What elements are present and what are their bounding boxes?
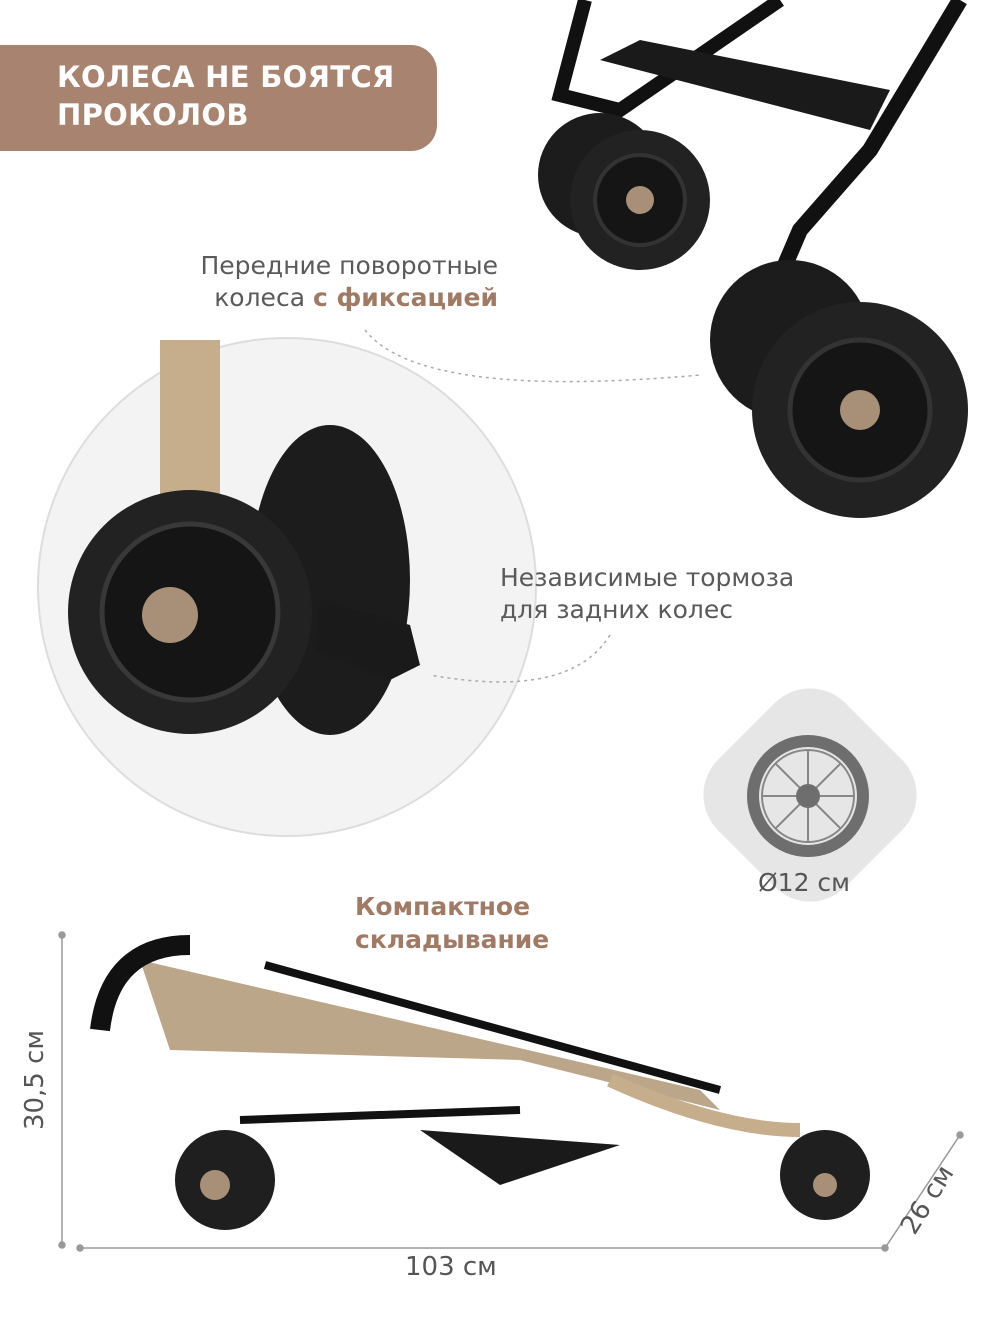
- rear-wheel-closeup: [37, 337, 537, 837]
- height-dimension: 30,5 см: [20, 1029, 51, 1131]
- folding-caption: Компактное складывание: [355, 890, 549, 956]
- length-dimension: 103 см: [405, 1252, 497, 1282]
- front-wheels-line1: Передние поворотные: [200, 251, 499, 280]
- front-wheels-photo: [538, 0, 968, 518]
- folded-stroller-photo: [90, 935, 870, 1230]
- dimension-lines: [58, 931, 964, 1252]
- headline-line2: ПРОКОЛОВ: [57, 98, 249, 132]
- wheel-size-label: Ø12 см: [758, 868, 851, 897]
- rear-brakes-caption: Независимые тормоза для задних колес: [500, 562, 794, 626]
- folding-line2: складывание: [355, 925, 550, 954]
- front-wheels-line2: колеса: [214, 283, 306, 312]
- rear-brakes-line2: для задних колес: [500, 595, 733, 624]
- wheel-icon: [747, 735, 869, 857]
- front-wheels-accent: с фиксацией: [312, 283, 498, 312]
- headline-line1: КОЛЕСА НЕ БОЯТСЯ: [57, 60, 395, 94]
- front-wheels-caption: Передние поворотные колеса с фиксацией: [201, 250, 499, 314]
- rear-brakes-line1: Независимые тормоза: [500, 563, 795, 592]
- folding-line1: Компактное: [355, 892, 531, 921]
- headline-banner: [0, 45, 437, 151]
- brake-callout-line: [429, 634, 611, 683]
- headline: КОЛЕСА НЕ БОЯТСЯ ПРОКОЛОВ: [57, 58, 395, 134]
